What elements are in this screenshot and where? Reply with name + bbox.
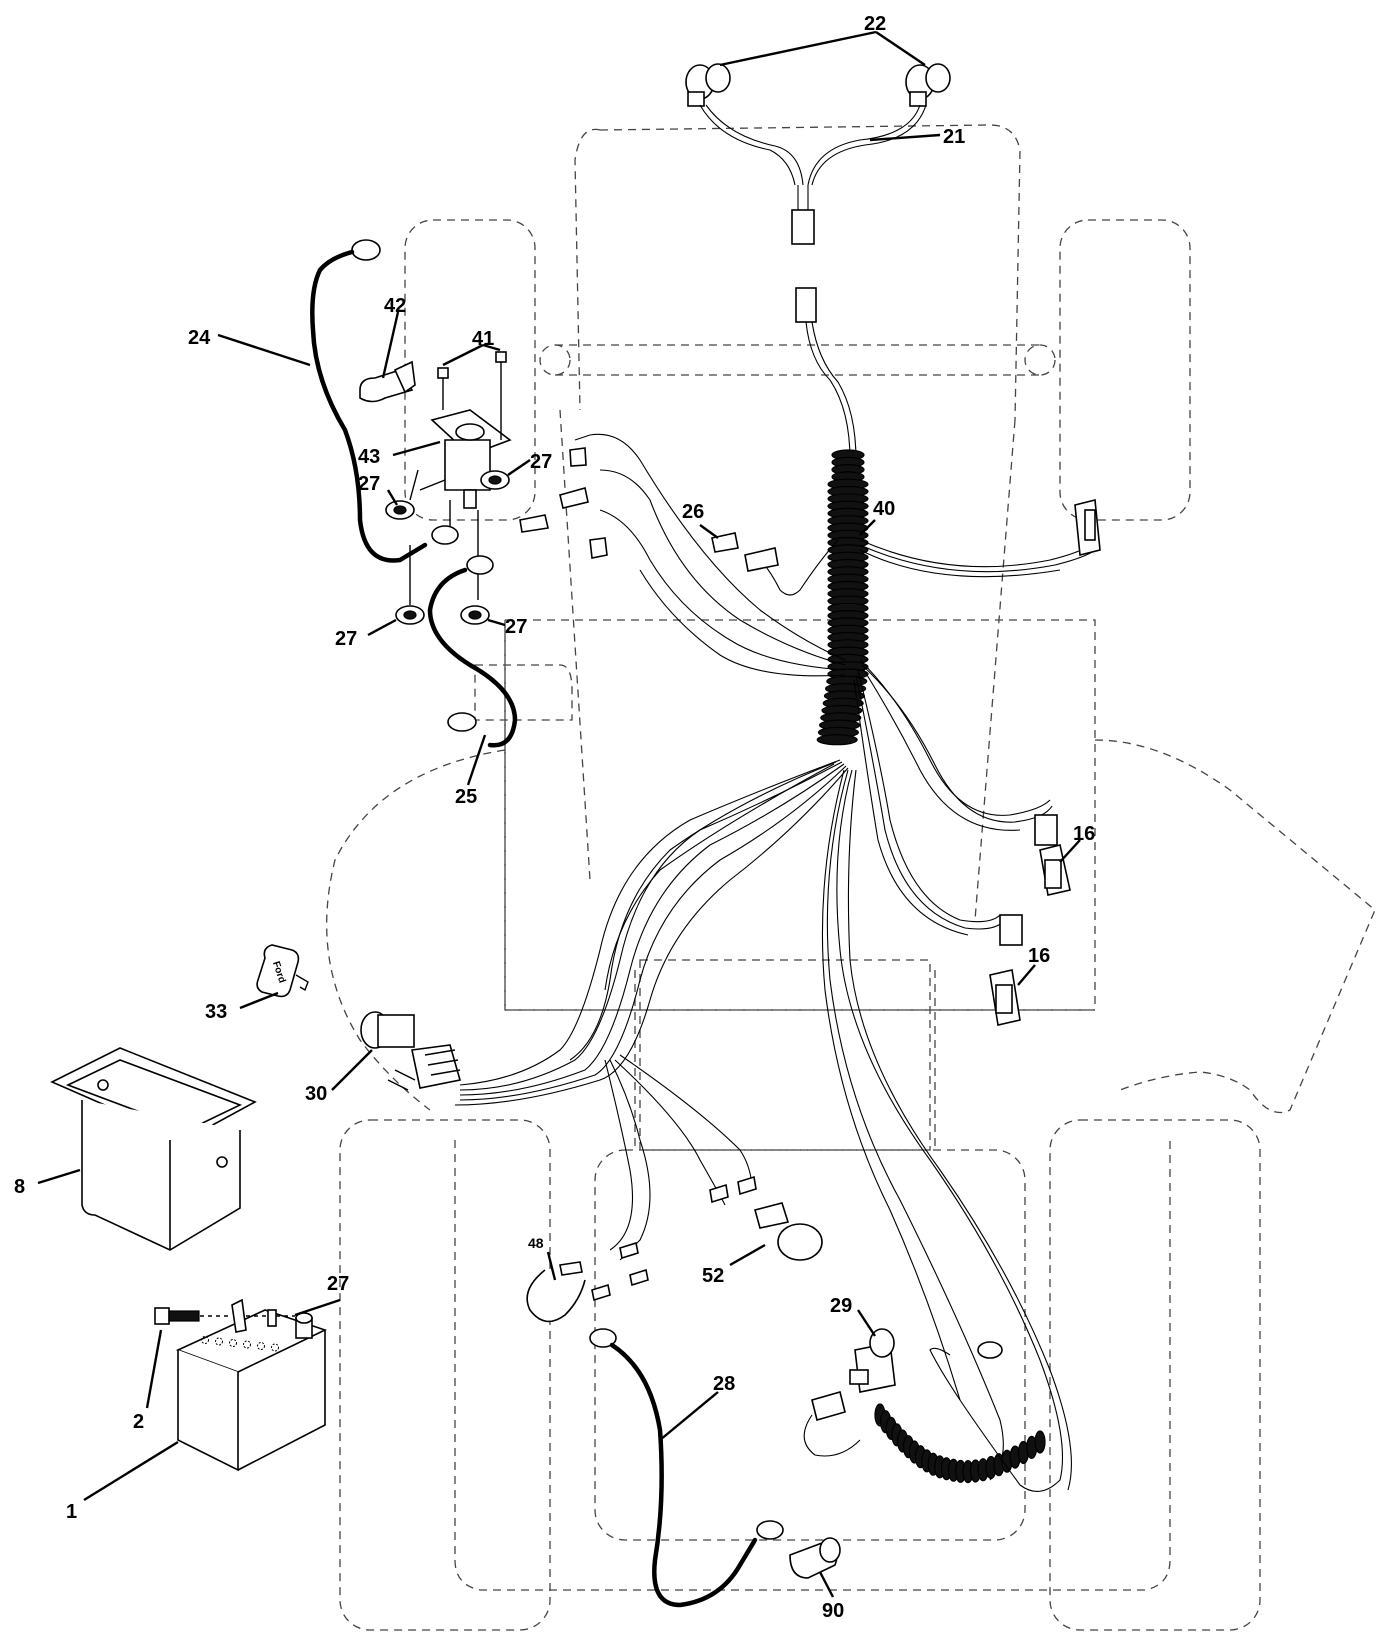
fuse-holder [711, 532, 779, 572]
loom-ring [816, 734, 858, 746]
terminal-boot [359, 360, 416, 403]
callout-26: 26 [682, 501, 704, 523]
ground-cable-28 [589, 1328, 784, 1608]
headlight-right [905, 63, 951, 107]
light-48 [526, 1241, 649, 1323]
nut-washers [385, 470, 510, 625]
switch-16-lower [989, 914, 1023, 1026]
callout-90: 90 [822, 1600, 844, 1622]
callout-43: 43 [358, 446, 380, 468]
callout-2: 2 [133, 1411, 144, 1433]
solenoid-assembly [359, 351, 608, 625]
callout-22: 22 [864, 13, 886, 35]
battery-cap [201, 1336, 209, 1344]
callout-42: 42 [384, 295, 406, 317]
headlight-assembly [685, 63, 951, 461]
coiled-wire [874, 1403, 1046, 1484]
battery-cable-24 [310, 239, 459, 563]
battery-cap [229, 1339, 237, 1347]
battery [175, 1309, 328, 1472]
terminal-boot-90 [789, 1537, 841, 1579]
callout-27-b: 27 [530, 451, 552, 473]
rear-left-wheel-outline [339, 1119, 551, 1631]
ignition-key: Ford [256, 944, 309, 998]
callout-27-d: 27 [505, 616, 527, 638]
callout-27-a: 27 [358, 473, 380, 495]
seat-switch-connector [811, 1391, 846, 1421]
left-fender-outline [326, 749, 506, 1111]
callout-29: 29 [830, 1295, 852, 1317]
callout-8: 8 [14, 1176, 25, 1198]
callout-48: 48 [528, 1235, 544, 1251]
battery-cap [243, 1340, 251, 1349]
hood-outline [574, 124, 1021, 421]
callout-27-c: 27 [335, 628, 357, 650]
battery-cap [271, 1343, 279, 1352]
callout-52: 52 [702, 1265, 724, 1287]
front-right-wheel-outline [1059, 219, 1191, 521]
ignition-switch [360, 1011, 462, 1091]
main-harness [454, 433, 1101, 1492]
headlight-connector [791, 209, 815, 245]
battery-cap [215, 1337, 223, 1346]
callout-24: 24 [188, 327, 211, 349]
seat-switch [849, 1328, 896, 1393]
harness-loom [816, 449, 869, 746]
battery-bolt [154, 1307, 200, 1325]
callout-33: 33 [205, 1001, 227, 1023]
battery-terminal [231, 1298, 247, 1333]
callout-41: 41 [472, 328, 494, 350]
callout-16-lower: 16 [1028, 945, 1050, 967]
battery-box [50, 1047, 257, 1251]
harness-front-connector [795, 287, 817, 323]
battery-cable-25 [427, 555, 518, 748]
callout-40: 40 [873, 498, 895, 520]
callout-21: 21 [943, 126, 965, 148]
callout-28: 28 [713, 1373, 735, 1395]
headlight-left [685, 63, 731, 107]
harness-wires [454, 433, 1101, 1492]
battery-nut [267, 1309, 277, 1327]
coil-turn [1034, 1430, 1046, 1454]
solenoid-bolts [437, 351, 507, 440]
tractor-outline [326, 124, 1376, 1631]
callout-27-e: 27 [327, 1273, 349, 1295]
rear-right-wheel-outline [1049, 1119, 1261, 1631]
leader-lines [37, 30, 1081, 1598]
front-axle-outline [555, 344, 1040, 376]
battery-cap [257, 1342, 265, 1350]
callout-1: 1 [66, 1501, 77, 1523]
callout-labels: 22 21 42 24 41 43 27 27 27 27 27 26 40 2… [14, 13, 1095, 1622]
right-fender-outline [1094, 739, 1376, 1114]
ground-eyelet [977, 1341, 1003, 1359]
callout-16-upper: 16 [1073, 823, 1095, 845]
light-52 [709, 1175, 823, 1261]
callout-30: 30 [305, 1083, 327, 1105]
solenoid [430, 409, 512, 509]
rear-body-outline [454, 1140, 1171, 1591]
front-right-connector [1074, 498, 1101, 557]
callout-25: 25 [455, 786, 477, 808]
